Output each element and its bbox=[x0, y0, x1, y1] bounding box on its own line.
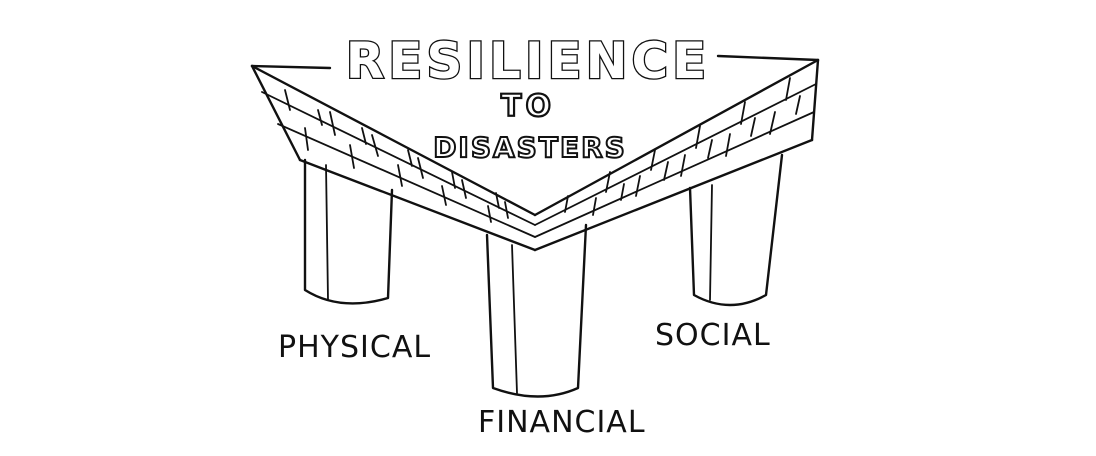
title-disasters: DISASTERS bbox=[433, 131, 627, 164]
label-social: SOCIAL bbox=[655, 318, 771, 353]
pillar-physical bbox=[305, 160, 392, 303]
label-financial: FINANCIAL bbox=[478, 405, 646, 440]
label-physical: PHYSICAL bbox=[278, 330, 431, 365]
title-to: TO bbox=[501, 89, 555, 124]
pillar-financial bbox=[487, 225, 586, 397]
pillar-social bbox=[690, 155, 782, 305]
title-resilience: RESILIENCE bbox=[346, 32, 711, 90]
